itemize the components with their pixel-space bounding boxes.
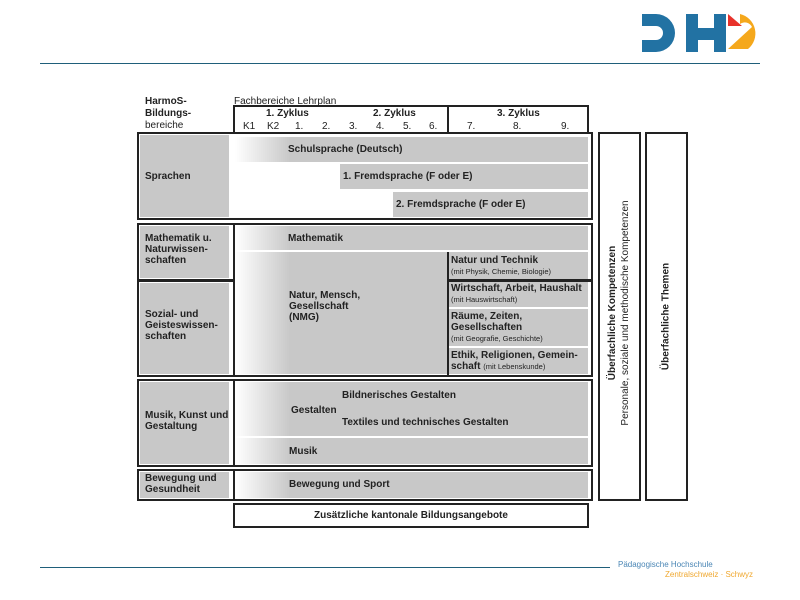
grade-label: K2: [267, 121, 280, 132]
subject-gestalten: Gestalten: [291, 405, 337, 416]
grade-label: 4.: [376, 121, 385, 132]
zyklus-3: 3. Zyklus: [497, 108, 540, 119]
area-math: Mathematik u. Naturwissen-schaften: [145, 233, 212, 266]
subject-wah: Wirtschaft, Arbeit, Haushalt(mit Hauswir…: [451, 283, 582, 304]
themen-label: Überfachliche Themen: [660, 262, 672, 371]
subject-mathematik: Mathematik: [288, 233, 344, 244]
subject-bildnerisches-gestalten: Bildnerisches Gestalten: [342, 390, 456, 401]
subject-musik: Musik: [289, 446, 318, 457]
fachbereiche-label: Fachbereiche Lehrplan: [234, 96, 337, 107]
grade-label: K1: [243, 121, 256, 132]
subject-nmg: Natur, Mensch, Gesellschaft (NMG): [289, 290, 361, 323]
zyklus-2: 2. Zyklus: [373, 108, 416, 119]
grade-label: 2.: [322, 121, 331, 132]
grade-label: 7.: [467, 121, 476, 132]
grade-label: 1.: [295, 121, 304, 132]
subject-fremdsprache-2: 2. Fremdsprache (F oder E): [396, 199, 526, 210]
area-bewegung: Bewegung und Gesundheit: [145, 473, 217, 495]
subject-ttg: Textiles und technisches Gestalten: [342, 417, 509, 428]
subject-fremdsprache-1: 1. Fremdsprache (F oder E): [343, 171, 473, 182]
subject-erg: Ethik, Religionen, Gemein-schaft (mit Le…: [451, 350, 578, 372]
area-musik: Musik, Kunst und Gestaltung: [145, 410, 229, 432]
harmos-label: HarmoS-Bildungs-bereiche: [145, 96, 192, 131]
subject-schulsprache: Schulsprache (Deutsch): [288, 144, 403, 155]
grade-label: 3.: [349, 121, 358, 132]
grade-label: 6.: [429, 121, 438, 132]
subject-rzg: Räume, Zeiten, Gesellschaften(mit Geogra…: [451, 311, 543, 343]
subject-sport: Bewegung und Sport: [289, 479, 390, 490]
area-sprachen: Sprachen: [145, 171, 191, 182]
subject-zusatz: Zusätzliche kantonale Bildungsangebote: [314, 510, 508, 521]
sprachen-area: [137, 132, 593, 220]
musik-area: [137, 379, 593, 467]
grade-label: 9.: [561, 121, 570, 132]
zyklus-1: 1. Zyklus: [266, 108, 309, 119]
grade-header: [233, 105, 589, 134]
phz-logo: [640, 12, 765, 54]
area-sozial: Sozial- und Geisteswissen-schaften: [145, 309, 218, 342]
top-rule: [40, 63, 760, 64]
bewegung-area: [137, 469, 593, 501]
footer-text: Pädagogische Hochschule Zentralschweiz ·…: [618, 560, 754, 579]
kompetenzen-box: [598, 132, 641, 501]
subject-natur-technik: Natur und Technik(mit Physik, Chemie, Bi…: [451, 255, 552, 276]
grade-label: 5.: [403, 121, 412, 132]
grade-label: 8.: [513, 121, 522, 132]
themen-box: [645, 132, 688, 501]
zusatz-box: [233, 503, 589, 528]
bottom-rule: [40, 567, 610, 568]
